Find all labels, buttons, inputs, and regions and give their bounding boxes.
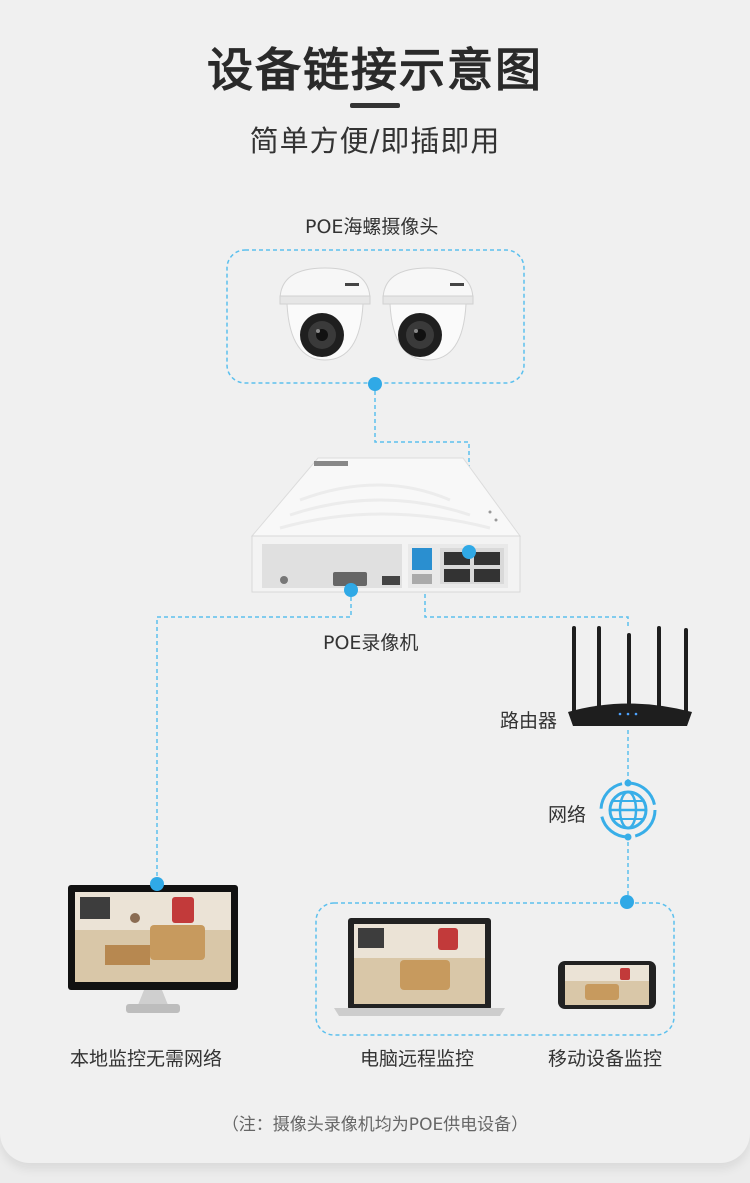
dot-nvr-vga <box>344 583 358 597</box>
dot-cameras <box>368 377 382 391</box>
remote-group-box <box>315 902 675 1036</box>
camera-group-box <box>226 249 525 384</box>
laptop <box>334 918 505 1016</box>
poe-nvr <box>250 457 521 593</box>
label-mobile-monitor: 移动设备监控 <box>548 1048 663 1070</box>
footnote: （注：摄像头录像机均为POE供电设备） <box>221 1115 529 1135</box>
router <box>568 626 692 726</box>
smartphone <box>558 961 656 1009</box>
dot-remote <box>620 895 634 909</box>
page-title: 设备链接示意图 <box>207 43 543 97</box>
label-network: 网络 <box>548 804 587 826</box>
page-subtitle: 简单方便/即插即用 <box>249 124 501 158</box>
line-nvr-to-monitor <box>156 590 352 884</box>
line-nvr-to-router <box>424 580 629 628</box>
label-pc-remote: 电脑远程监控 <box>360 1048 475 1070</box>
dome-camera-2 <box>382 267 474 361</box>
label-router: 路由器 <box>500 710 558 732</box>
dot-nvr-lan <box>462 545 476 559</box>
globe-icon <box>599 779 657 841</box>
dome-camera-1 <box>279 267 371 361</box>
title-divider <box>350 103 400 108</box>
dot-monitor <box>150 877 164 891</box>
label-nvr: POE录像机 <box>323 632 419 654</box>
label-cameras: POE海螺摄像头 <box>305 216 439 238</box>
label-local-monitor: 本地监控无需网络 <box>70 1048 223 1070</box>
local-monitor <box>68 885 238 1013</box>
